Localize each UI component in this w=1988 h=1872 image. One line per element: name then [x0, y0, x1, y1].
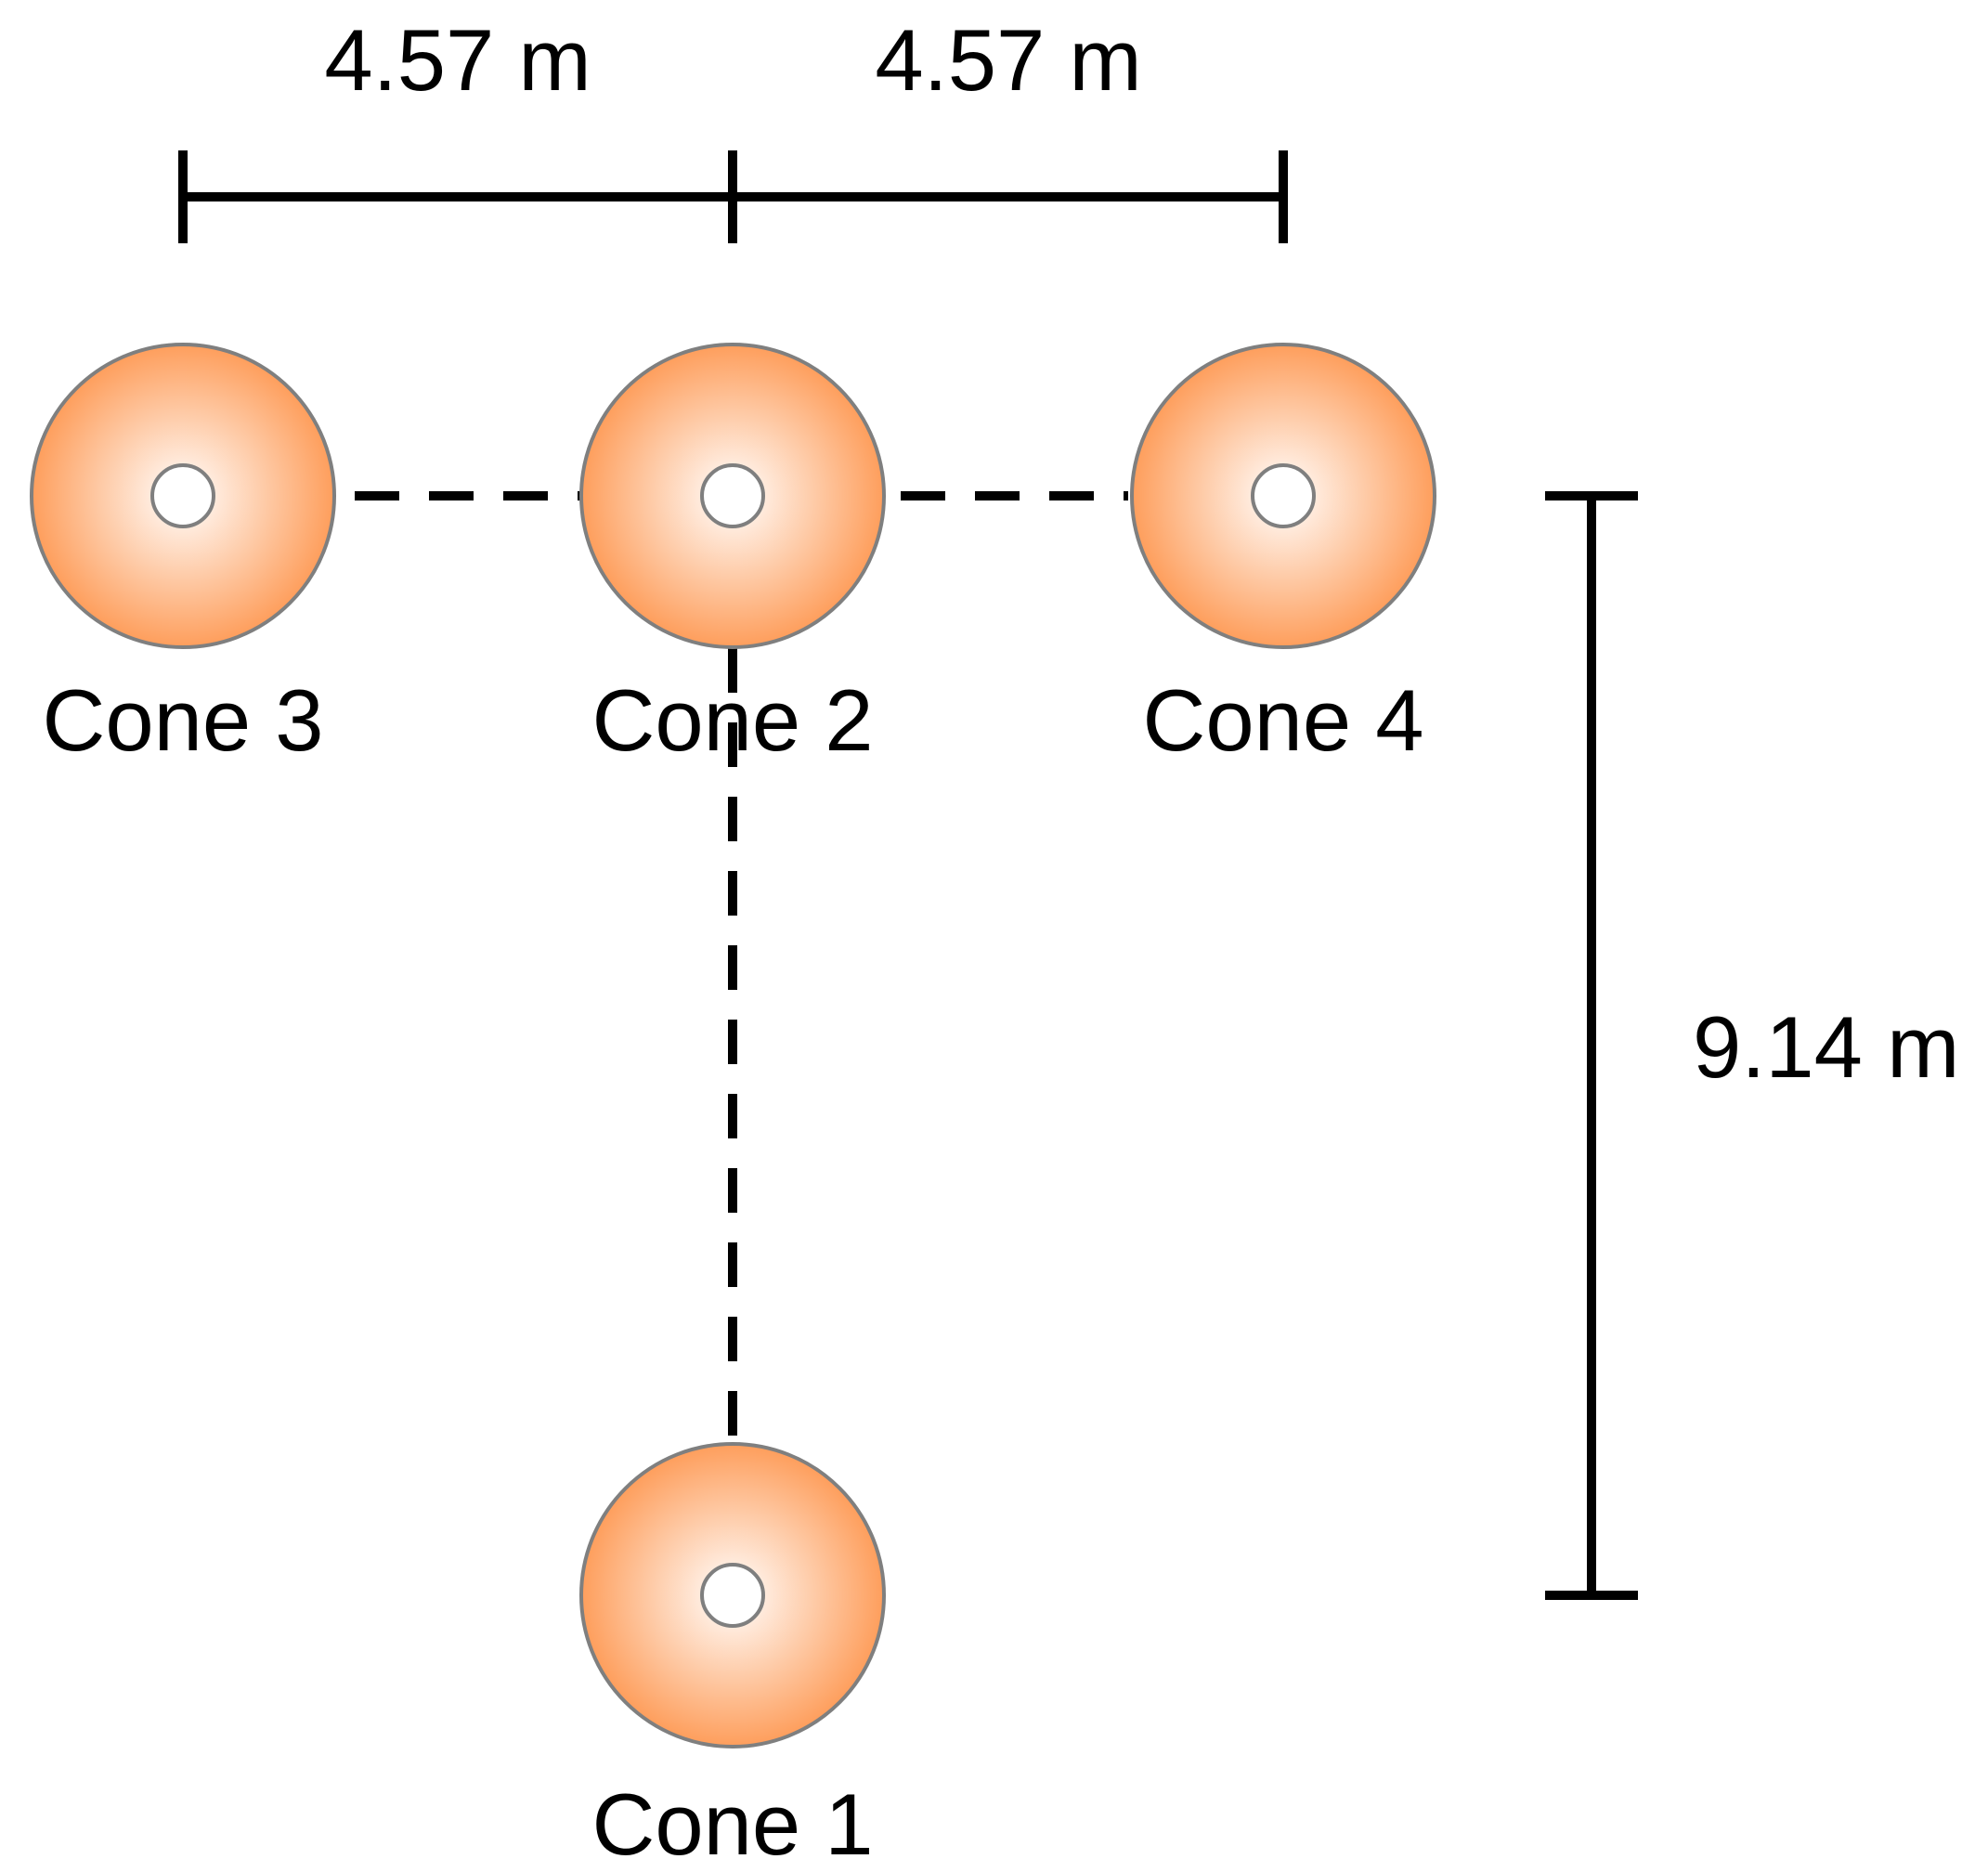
cone-3-icon: [30, 343, 336, 649]
cone-2-label: Cone 2: [591, 671, 873, 769]
dimension-label-left: 4.57 m: [324, 11, 591, 109]
horizontal-dimension-bar: [178, 150, 1288, 243]
cone-2-icon: [579, 343, 886, 649]
cone-4-icon: [1130, 343, 1436, 649]
vertical-dimension-bar: [1545, 491, 1638, 1600]
dimension-label-right: 4.57 m: [875, 11, 1141, 109]
cone-1-icon: [579, 1442, 886, 1748]
cone-1-label: Cone 1: [591, 1775, 873, 1872]
cone-4-label: Cone 4: [1142, 671, 1423, 769]
vertical-dimension-label: 9.14 m: [1693, 998, 1959, 1096]
cone-3-label: Cone 3: [42, 671, 323, 769]
